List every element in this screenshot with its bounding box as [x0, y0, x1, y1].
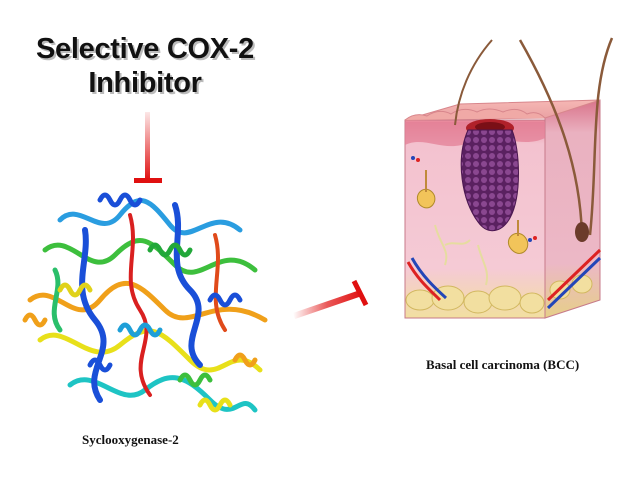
cox2-protein-structure [22, 192, 268, 413]
inhibition-arrow-diagonal [293, 279, 369, 319]
protein-caption: Syclooxygenase-2 [82, 432, 179, 447]
title-line-1: Selective COX-2 [36, 33, 254, 65]
inhibition-arrow-vertical [134, 112, 162, 183]
title-line-2: Inhibitor [88, 67, 202, 99]
skin-caption: Basal cell carcinoma (BCC) [426, 357, 580, 372]
skin-cross-section [404, 37, 614, 319]
